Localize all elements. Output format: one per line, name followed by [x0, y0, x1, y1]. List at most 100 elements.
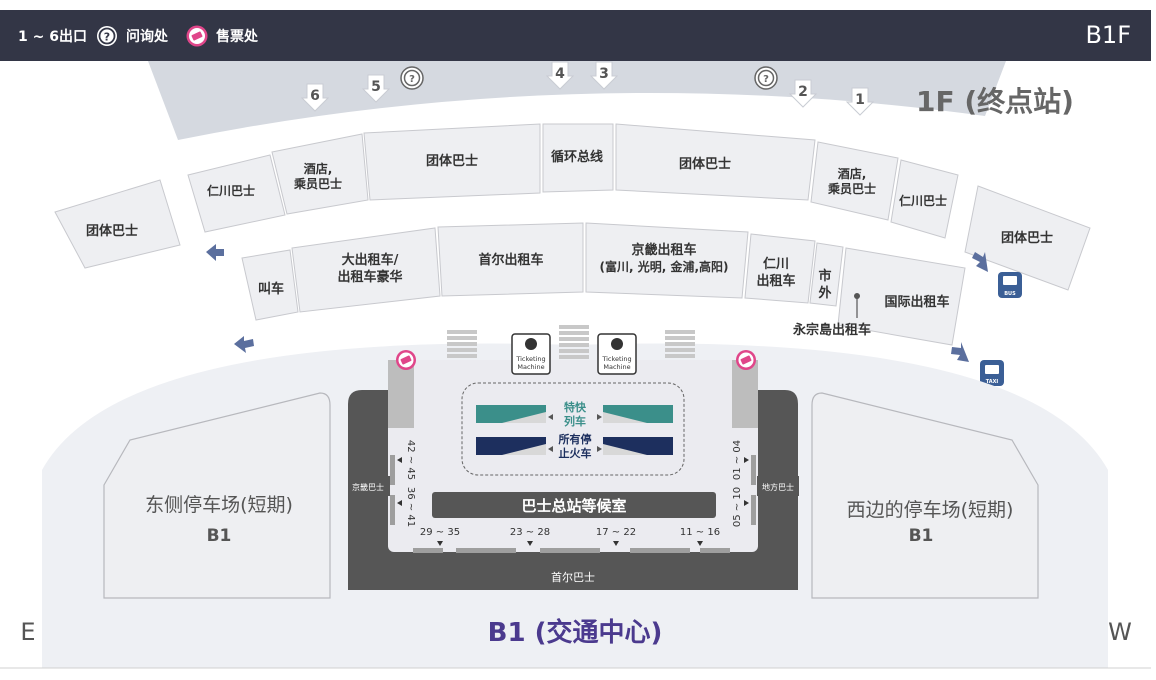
gate-label: 11 ~ 16: [680, 527, 720, 538]
west-label: W: [1108, 618, 1132, 646]
legend-ticket: 售票处: [186, 10, 258, 61]
gate-label: 17 ~ 22: [596, 527, 636, 538]
zone-incheon-bus-left: [187, 154, 286, 233]
bus-icon: BUS: [998, 272, 1022, 298]
local-bus-label: 地方巴士: [762, 482, 794, 492]
ticket-icon: [396, 350, 416, 370]
zone-hotel-bus-left: [271, 133, 369, 215]
info-icon: ?: [400, 66, 424, 90]
gate-label: 29 ~ 35: [420, 527, 460, 538]
gyeonggi-bus-label: 京畿巴士: [352, 482, 384, 492]
zone-call-taxi: [241, 249, 299, 321]
zone-group-bus-west: [54, 179, 181, 269]
ticketing-machine-icon: Ticketing Machine: [511, 333, 551, 375]
east-label: E: [20, 618, 35, 646]
escalator-icon: [559, 325, 589, 359]
gate-label: 42 ~ 45: [405, 440, 416, 480]
ticketing-machine-label-2: Machine: [603, 363, 630, 371]
label-incheon-taxi-2: 出租车: [756, 273, 795, 289]
label-call-taxi: 叫车: [258, 281, 284, 297]
zone-hotel-bus-right: [810, 141, 899, 221]
svg-text:?: ?: [409, 74, 415, 85]
taxi-icon: TAXI: [980, 360, 1004, 386]
pillar-left: [388, 360, 414, 428]
bus-terminal-frame: [348, 390, 798, 590]
exit-arrow-icon: 1: [845, 87, 875, 116]
zone-parking-east: [103, 392, 331, 599]
seoul-bus-label: 首尔巴士: [551, 570, 595, 584]
label-yeongjong-taxi: 永宗島出租车: [792, 322, 871, 338]
floor-label: B1F: [1085, 21, 1131, 49]
label-suburb-1: 市: [818, 268, 831, 284]
zone-group-bus-center-right: [615, 123, 816, 201]
exit-number: 6: [310, 88, 320, 104]
parking-east-name: 东侧停车场(短期): [145, 494, 293, 516]
direction-arrow-icon: [234, 336, 254, 353]
label-incheon-taxi-1: 仁川: [763, 256, 789, 272]
zone-seoul-taxi: [437, 222, 584, 297]
zone-group-bus-east: [964, 185, 1091, 291]
allstop-train-label-1: 所有停: [559, 432, 592, 446]
zone-group-bus-center-left: [363, 123, 541, 201]
zone-deluxe-taxi: [291, 227, 441, 313]
ticketing-machine-label-1: Ticketing: [601, 355, 631, 363]
label-international-taxi: 国际出租车: [884, 294, 949, 310]
ticket-icon: [186, 25, 208, 47]
terminal-map: 1F (终点站) 6 5 4 3 2 1 ? ?: [0, 61, 1151, 669]
top-legend-bar: 1 ~ 6出口 ? 问询处 售票处 B1F: [0, 10, 1151, 61]
zone-suburb: [809, 242, 844, 307]
ticketing-machine-label-1: Ticketing: [515, 355, 545, 363]
parking-east-level: B1: [207, 526, 232, 546]
info-icon: ?: [754, 66, 778, 90]
svg-text:?: ?: [104, 30, 110, 43]
zone-incheon-bus-right: [890, 159, 959, 239]
label-gyeonggi-taxi-1: 京畿出租车: [631, 242, 696, 258]
upper-roof-band: [148, 61, 1006, 140]
exit-arrow-icon: 5: [361, 74, 391, 103]
direction-arrow-icon: [972, 252, 988, 272]
label-group-bus-east: 团体巴士: [1001, 230, 1053, 246]
label-hotel-bus-right-2: 乘员巴士: [827, 181, 876, 196]
express-train-label-1: 特快: [564, 400, 587, 414]
upper-level-title: 1F (终点站): [916, 85, 1074, 118]
exit-number: 2: [798, 84, 808, 100]
bus-waiting-room-label: 巴士总站等候室: [521, 497, 626, 515]
legend-exit: 1 ~ 6出口: [18, 10, 87, 61]
exit-arrows: 6 5 4 3 2 1: [300, 61, 875, 116]
svg-text:?: ?: [763, 74, 769, 85]
label-incheon-bus-left: 仁川巴士: [207, 183, 255, 198]
label-incheon-bus-right: 仁川巴士: [899, 193, 947, 208]
parking-west-name: 西边的停车场(短期): [847, 499, 1014, 521]
label-group-bus-center-right: 团体巴士: [679, 156, 731, 172]
label-deluxe-taxi-1: 大出租车/: [342, 252, 399, 268]
ticketing-machine-icon: Ticketing Machine: [597, 333, 637, 375]
exit-number: 1: [855, 92, 865, 108]
exit-arrow-icon: 6: [300, 83, 330, 112]
exit-arrow-icon: 4: [545, 61, 575, 90]
pillar-right: [732, 360, 758, 428]
ticket-icon: [736, 350, 756, 370]
zone-circulation-line: [542, 123, 614, 193]
label-circulation-line: 循环总线: [551, 149, 603, 165]
gate-label: 05 ~ 10: [732, 487, 743, 527]
bus-waiting-room: [432, 492, 716, 518]
svg-text:BUS: BUS: [1004, 291, 1016, 297]
parking-west-level: B1: [909, 526, 934, 546]
zone-incheon-taxi: [744, 233, 816, 304]
label-suburb-2: 外: [817, 285, 831, 301]
label-deluxe-taxi-2: 出租车豪华: [337, 269, 402, 285]
exit-number: 3: [599, 66, 609, 82]
label-gyeonggi-taxi-2: (富川, 光明, 金浦,高阳): [599, 259, 728, 274]
gate-label: 23 ~ 28: [510, 527, 550, 538]
legend-ticket-label: 售票处: [216, 28, 258, 45]
exit-number: 5: [371, 79, 381, 95]
train-zone: [461, 382, 685, 476]
escalators: [447, 325, 695, 364]
legend-info-label: 问询处: [126, 28, 168, 45]
exit-arrow-icon: 2: [788, 79, 818, 108]
allstop-train-label-2: 止火车: [559, 446, 592, 460]
svg-text:TAXI: TAXI: [986, 379, 999, 385]
express-train-label-2: 列车: [564, 414, 586, 428]
label-seoul-taxi: 首尔出租车: [478, 252, 543, 268]
legend-info: ? 问询处: [96, 10, 168, 61]
